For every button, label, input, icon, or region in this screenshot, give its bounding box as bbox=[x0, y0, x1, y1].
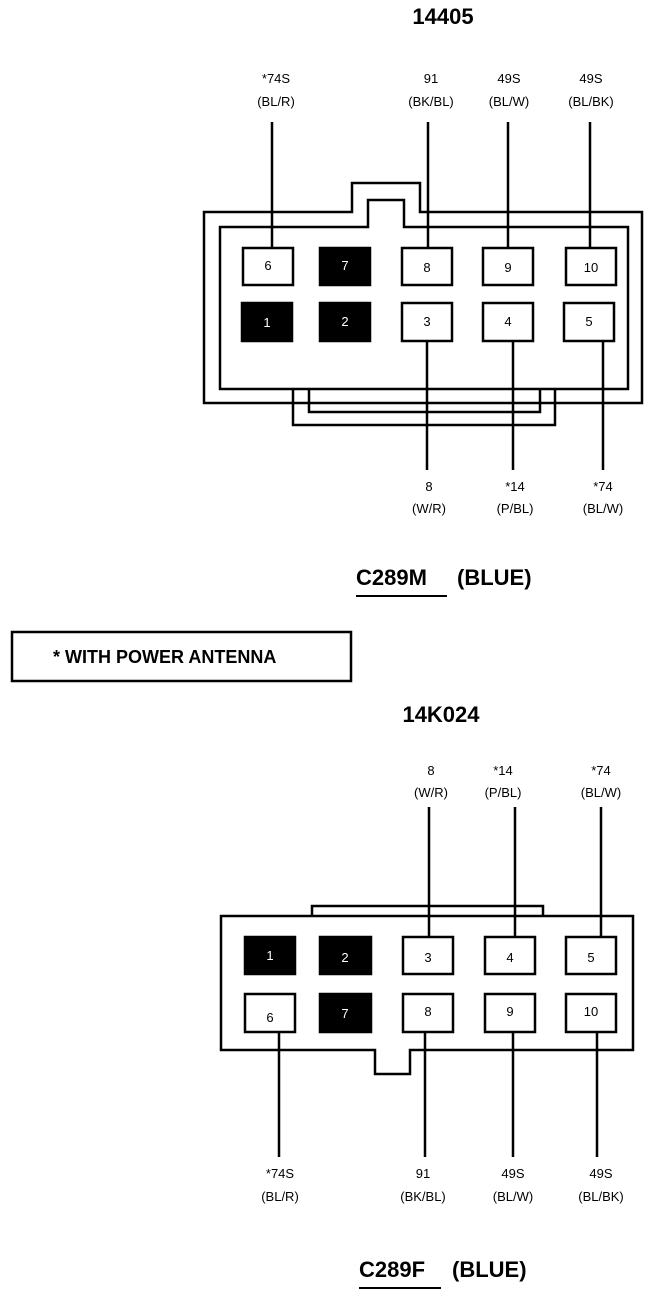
upper-wire-label-pin9: 49S (BL/W) bbox=[489, 71, 529, 109]
svg-text:(BL/W): (BL/W) bbox=[583, 501, 623, 516]
upper-pin-5: 5 bbox=[562, 301, 616, 343]
svg-text:10: 10 bbox=[584, 1004, 598, 1019]
svg-text:49S: 49S bbox=[501, 1166, 524, 1181]
upper-wire-label-pin4: *14 (P/BL) bbox=[497, 479, 534, 516]
power-antenna-note: * WITH POWER ANTENNA bbox=[10, 630, 353, 683]
lower-pin-6: 6 bbox=[243, 992, 297, 1034]
svg-text:*74: *74 bbox=[593, 479, 613, 494]
lower-top-wires bbox=[427, 807, 603, 937]
lower-pin-4: 4 bbox=[483, 935, 537, 976]
svg-text:(BL/R): (BL/R) bbox=[261, 1189, 299, 1204]
svg-text:7: 7 bbox=[341, 258, 348, 273]
upper-pin-9: 9 bbox=[481, 246, 535, 287]
lower-connector-id: C289F bbox=[359, 1257, 425, 1282]
svg-text:8: 8 bbox=[424, 1004, 431, 1019]
svg-text:1: 1 bbox=[263, 315, 270, 330]
svg-text:*74: *74 bbox=[591, 763, 611, 778]
svg-text:49S: 49S bbox=[579, 71, 602, 86]
svg-text:49S: 49S bbox=[589, 1166, 612, 1181]
svg-text:(BL/BK): (BL/BK) bbox=[578, 1189, 624, 1204]
lower-connector-caption: C289F (BLUE) bbox=[359, 1257, 527, 1289]
svg-text:91: 91 bbox=[416, 1166, 430, 1181]
svg-text:(W/R): (W/R) bbox=[414, 785, 448, 800]
lower-wire-label-pin5: *74 (BL/W) bbox=[581, 763, 621, 800]
svg-text:*14: *14 bbox=[493, 763, 513, 778]
upper-pin-10: 10 bbox=[564, 246, 618, 287]
svg-text:1: 1 bbox=[266, 948, 273, 963]
lower-pin-9: 9 bbox=[483, 992, 537, 1034]
upper-wire-label-pin8: 91 (BK/BL) bbox=[408, 71, 454, 109]
lower-part-number: 14K024 bbox=[402, 702, 480, 727]
svg-text:8: 8 bbox=[425, 479, 432, 494]
lower-pin-1: 1 bbox=[243, 935, 297, 976]
upper-wire-label-pin6: *74S (BL/R) bbox=[257, 71, 295, 109]
upper-pin-4: 4 bbox=[481, 301, 535, 343]
svg-text:(BL/BK): (BL/BK) bbox=[568, 94, 614, 109]
lower-wire-label-pin9: 49S (BL/W) bbox=[493, 1166, 533, 1204]
svg-text:49S: 49S bbox=[497, 71, 520, 86]
lower-connector-housing bbox=[219, 904, 635, 1076]
upper-pin-2: 2 bbox=[318, 301, 372, 343]
lower-wire-label-pin8: 91 (BK/BL) bbox=[400, 1166, 446, 1204]
upper-pin-7: 7 bbox=[318, 246, 372, 287]
svg-text:(BL/W): (BL/W) bbox=[489, 94, 529, 109]
upper-top-wires bbox=[270, 122, 592, 248]
svg-text:(BK/BL): (BK/BL) bbox=[400, 1189, 446, 1204]
upper-pin-8: 8 bbox=[400, 246, 454, 287]
note-text: * WITH POWER ANTENNA bbox=[53, 647, 276, 667]
svg-text:10: 10 bbox=[584, 260, 598, 275]
lower-wire-label-pin3: 8 (W/R) bbox=[414, 763, 448, 800]
svg-text:2: 2 bbox=[341, 314, 348, 329]
svg-text:(W/R): (W/R) bbox=[412, 501, 446, 516]
upper-pin-6: 6 bbox=[241, 246, 295, 287]
svg-text:9: 9 bbox=[504, 260, 511, 275]
svg-text:6: 6 bbox=[266, 1010, 273, 1025]
svg-text:8: 8 bbox=[423, 260, 430, 275]
upper-wire-label-pin10: 49S (BL/BK) bbox=[568, 71, 614, 109]
upper-connector-color: (BLUE) bbox=[457, 565, 532, 590]
svg-text:4: 4 bbox=[504, 314, 511, 329]
svg-text:(BL/R): (BL/R) bbox=[257, 94, 295, 109]
svg-text:5: 5 bbox=[585, 314, 592, 329]
svg-text:5: 5 bbox=[587, 950, 594, 965]
svg-text:(BL/W): (BL/W) bbox=[581, 785, 621, 800]
lower-pin-3: 3 bbox=[401, 935, 455, 976]
svg-text:7: 7 bbox=[341, 1006, 348, 1021]
svg-text:91: 91 bbox=[424, 71, 438, 86]
svg-text:3: 3 bbox=[423, 314, 430, 329]
lower-wire-label-pin6: *74S (BL/R) bbox=[261, 1166, 299, 1204]
svg-text:3: 3 bbox=[424, 950, 431, 965]
svg-text:(BK/BL): (BK/BL) bbox=[408, 94, 454, 109]
lower-pin-10: 10 bbox=[564, 992, 618, 1034]
svg-text:2: 2 bbox=[341, 950, 348, 965]
lower-bottom-wires bbox=[277, 1032, 599, 1157]
svg-text:9: 9 bbox=[506, 1004, 513, 1019]
svg-text:(P/BL): (P/BL) bbox=[485, 785, 522, 800]
upper-pin-3: 3 bbox=[400, 301, 454, 343]
svg-text:*14: *14 bbox=[505, 479, 525, 494]
lower-pin-8: 8 bbox=[401, 992, 455, 1034]
svg-text:6: 6 bbox=[264, 258, 271, 273]
lower-pin-5: 5 bbox=[564, 935, 618, 976]
upper-part-number: 14405 bbox=[412, 4, 473, 29]
upper-connector-housing bbox=[202, 181, 644, 427]
upper-connector-caption: C289M (BLUE) bbox=[356, 565, 532, 597]
svg-text:4: 4 bbox=[506, 950, 513, 965]
lower-pin-2: 2 bbox=[318, 935, 373, 976]
svg-text:*74S: *74S bbox=[262, 71, 291, 86]
svg-text:(P/BL): (P/BL) bbox=[497, 501, 534, 516]
lower-connector-color: (BLUE) bbox=[452, 1257, 527, 1282]
upper-wire-label-pin5: *74 (BL/W) bbox=[583, 479, 623, 516]
lower-wire-label-pin4: *14 (P/BL) bbox=[485, 763, 522, 800]
svg-text:(BL/W): (BL/W) bbox=[493, 1189, 533, 1204]
upper-bottom-wires bbox=[425, 341, 605, 470]
upper-connector-id: C289M bbox=[356, 565, 427, 590]
lower-wire-label-pin10: 49S (BL/BK) bbox=[578, 1166, 624, 1204]
lower-pin-7: 7 bbox=[318, 992, 373, 1034]
svg-text:8: 8 bbox=[427, 763, 434, 778]
upper-wire-label-pin3: 8 (W/R) bbox=[412, 479, 446, 516]
upper-pin-1: 1 bbox=[240, 301, 294, 343]
svg-text:*74S: *74S bbox=[266, 1166, 295, 1181]
